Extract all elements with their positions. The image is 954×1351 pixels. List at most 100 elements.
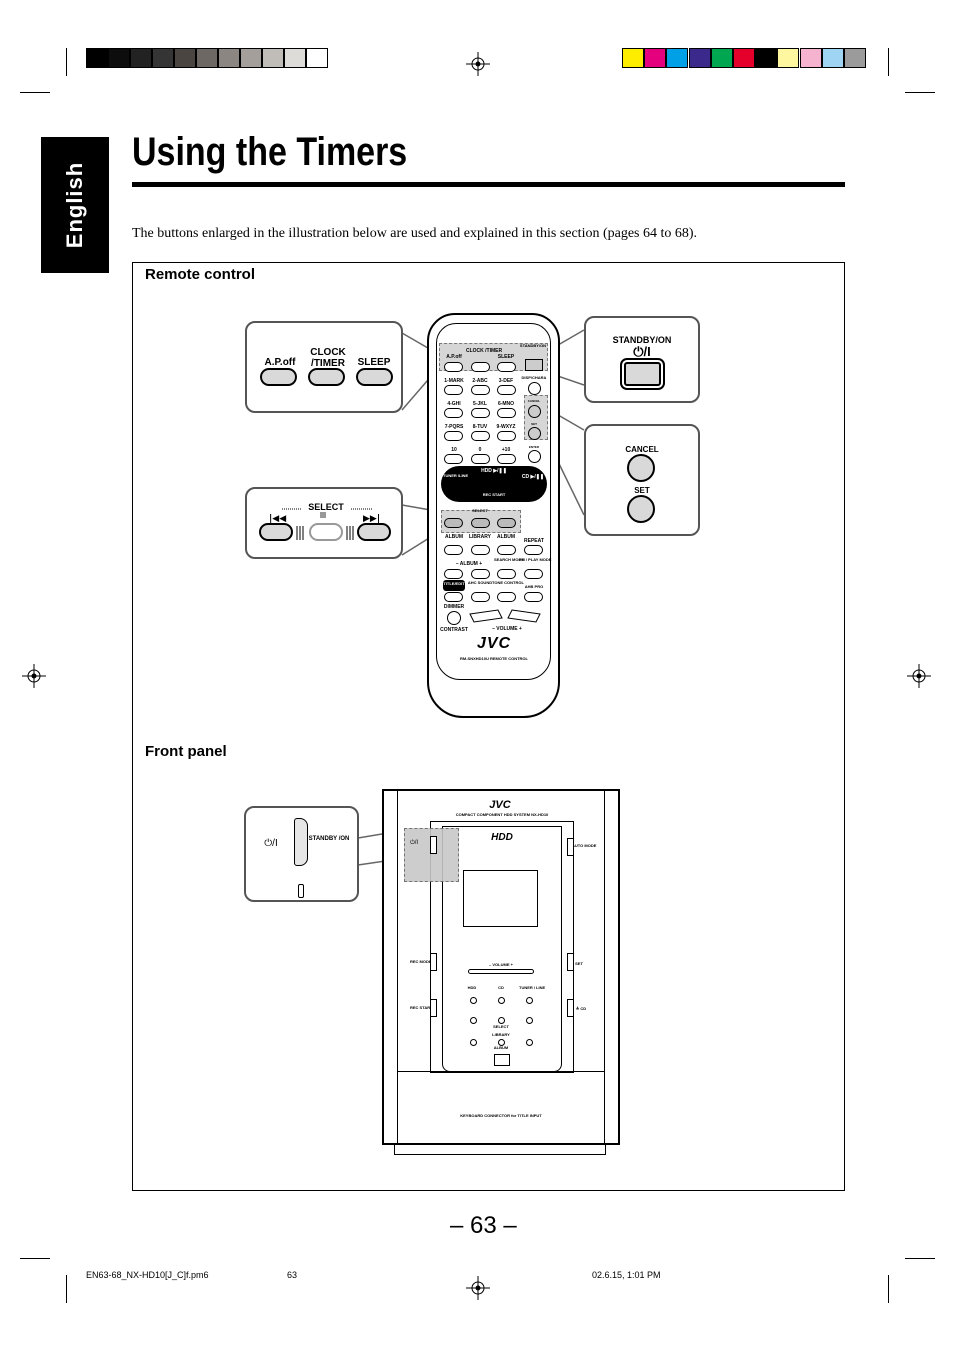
rec-mode-button[interactable] bbox=[430, 953, 437, 971]
remote-prev-button[interactable] bbox=[444, 518, 463, 528]
remote-next-button[interactable] bbox=[497, 518, 516, 528]
remote-album-search-label: – ALBUM + bbox=[455, 561, 483, 567]
remote-key-label: 1-MARK bbox=[444, 378, 464, 384]
remote-disp-chara-button[interactable] bbox=[528, 382, 541, 395]
stop-button[interactable] bbox=[309, 523, 343, 541]
callout-cancel-set: CANCEL SET bbox=[584, 424, 700, 536]
standby-label: STANDBY/ON bbox=[612, 335, 672, 345]
remote-key-8[interactable] bbox=[471, 431, 490, 441]
remote-key-plus10[interactable] bbox=[497, 454, 516, 464]
remote-enter-button[interactable] bbox=[528, 450, 541, 463]
remote-key-3[interactable] bbox=[497, 385, 516, 395]
unit-hdd-button[interactable] bbox=[470, 997, 477, 1004]
auto-mode-button[interactable] bbox=[567, 838, 574, 856]
remote-rec-start-label[interactable]: REC START bbox=[482, 492, 506, 497]
remote-source-cluster bbox=[441, 466, 547, 502]
unit-album-next-button[interactable] bbox=[526, 1039, 533, 1046]
remote-key-5[interactable] bbox=[471, 408, 490, 418]
remote-key-1[interactable] bbox=[444, 385, 463, 395]
remote-album-minus-button[interactable] bbox=[444, 569, 463, 579]
crop-mark bbox=[888, 48, 889, 76]
remote-dimmer-button[interactable] bbox=[447, 611, 461, 625]
clock-timer-button[interactable] bbox=[308, 368, 345, 386]
unit-album-prev-button[interactable] bbox=[470, 1039, 477, 1046]
unit-prev-button[interactable] bbox=[470, 1017, 477, 1024]
standby-indicator bbox=[298, 884, 304, 898]
remote-key-label: 5-JKL bbox=[473, 401, 487, 407]
grip-icon bbox=[296, 526, 304, 540]
remote-volume-keys[interactable] bbox=[468, 608, 546, 626]
remote-key-label: 10 bbox=[451, 447, 457, 453]
remote-title-edit-key[interactable] bbox=[444, 592, 463, 602]
gray-swatch bbox=[86, 48, 108, 68]
remote-contrast-label: CONTRAST bbox=[440, 627, 468, 633]
set-front-button[interactable] bbox=[567, 953, 574, 971]
remote-ahc-sound-button[interactable] bbox=[471, 592, 490, 602]
front-standby-small-button[interactable] bbox=[430, 836, 437, 854]
remote-volume-label: – VOLUME + bbox=[492, 626, 522, 632]
sleep-button[interactable] bbox=[356, 368, 393, 386]
color-swatch bbox=[777, 48, 800, 68]
remote-fm-play-mode-button[interactable] bbox=[524, 569, 543, 579]
crop-mark bbox=[66, 1275, 67, 1303]
front-standby-label: STANDBY /ON bbox=[308, 836, 350, 842]
unit-library-label: LIBRARY bbox=[492, 1032, 510, 1037]
cancel-button[interactable] bbox=[627, 454, 655, 482]
remote-hdd-label[interactable]: HDD ▶/❚❚ bbox=[481, 468, 507, 474]
remote-search-mode-button[interactable] bbox=[497, 569, 516, 579]
footer-page: 63 bbox=[287, 1270, 298, 1280]
remote-key-0[interactable] bbox=[471, 454, 490, 464]
unit-tuner-line-button[interactable] bbox=[526, 997, 533, 1004]
remote-album-plus-button[interactable] bbox=[471, 569, 490, 579]
remote-tuner-line-label[interactable]: TUNER /LINE bbox=[443, 473, 469, 478]
auto-mode-label: AUTO MODE bbox=[572, 843, 597, 848]
standby-button[interactable] bbox=[620, 358, 665, 390]
remote-stop-button[interactable] bbox=[471, 518, 490, 528]
color-swatch bbox=[821, 48, 844, 68]
remote-key-10[interactable] bbox=[444, 454, 463, 464]
cd-eject-button[interactable] bbox=[567, 999, 574, 1017]
unit-volume-control[interactable] bbox=[468, 969, 534, 974]
next-button[interactable] bbox=[357, 523, 391, 541]
remote-sleep-button[interactable] bbox=[497, 362, 516, 372]
remote-repeat-button[interactable] bbox=[524, 545, 543, 555]
remote-set-button[interactable] bbox=[528, 427, 541, 440]
remote-dimmer-label: DIMMER bbox=[443, 604, 465, 610]
remote-tone-control-button[interactable] bbox=[497, 592, 516, 602]
remote-ahb-pro-button[interactable] bbox=[524, 592, 543, 602]
unit-next-button[interactable] bbox=[526, 1017, 533, 1024]
gray-swatch bbox=[284, 48, 306, 68]
remote-cancel-button[interactable] bbox=[528, 405, 541, 418]
remote-key-label: 3-DEF bbox=[498, 378, 514, 384]
remote-key-6[interactable] bbox=[497, 408, 516, 418]
unit-stop-button[interactable] bbox=[498, 1017, 505, 1024]
remote-album-next-button[interactable] bbox=[497, 545, 516, 555]
remote-key-label: DISP/CHARA bbox=[521, 375, 547, 380]
remote-ap-off-button[interactable] bbox=[444, 362, 463, 372]
remote-key-7[interactable] bbox=[444, 431, 463, 441]
remote-key-2[interactable] bbox=[471, 385, 490, 395]
page-title: Using the Timers bbox=[132, 130, 408, 174]
unit-cd-button[interactable] bbox=[498, 997, 505, 1004]
remote-key-9[interactable] bbox=[497, 431, 516, 441]
remote-standby-button[interactable] bbox=[525, 359, 543, 371]
remote-tone-control-label: TONE CONTROL bbox=[492, 580, 524, 585]
remote-sleep-label: SLEEP bbox=[497, 354, 515, 360]
illustration-frame bbox=[132, 262, 845, 1191]
select-arrows: |◀◀ ▶▶| bbox=[269, 508, 380, 524]
rec-start-button[interactable] bbox=[430, 999, 437, 1017]
front-standby-button[interactable] bbox=[294, 818, 308, 866]
prev-button[interactable] bbox=[259, 523, 293, 541]
remote-library-button[interactable] bbox=[471, 545, 490, 555]
remote-clock-timer-button[interactable] bbox=[471, 362, 490, 372]
ap-off-button[interactable] bbox=[260, 368, 297, 386]
remote-album-prev-button[interactable] bbox=[444, 545, 463, 555]
remote-title-edit-button[interactable] bbox=[443, 580, 465, 591]
remote-cd-label[interactable]: CD ▶/❚❚ bbox=[521, 474, 545, 480]
remote-key-label: ENTER bbox=[528, 445, 540, 449]
set-button[interactable] bbox=[627, 495, 655, 523]
remote-key-label: 2-ABC bbox=[472, 378, 488, 384]
unit-library-button[interactable] bbox=[498, 1039, 505, 1046]
unit-select-label: SELECT bbox=[493, 1024, 509, 1029]
remote-key-4[interactable] bbox=[444, 408, 463, 418]
